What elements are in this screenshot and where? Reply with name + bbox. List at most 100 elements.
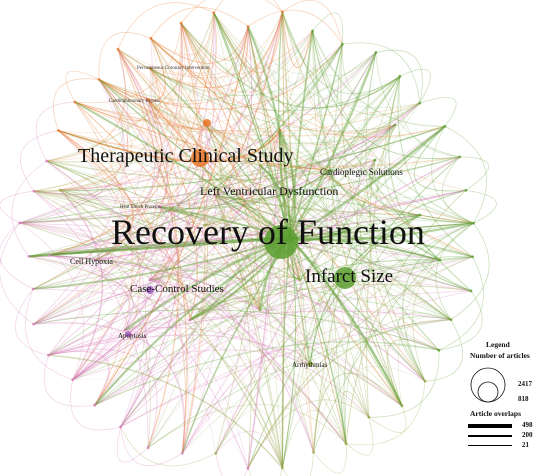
network-edge: [19, 222, 192, 321]
label-infarct-size: Infarct Size: [305, 266, 394, 287]
network-edge: [59, 189, 103, 381]
network-edge: [94, 44, 343, 261]
network-edge: [58, 130, 191, 321]
network-edge: [59, 52, 377, 191]
network-edge: [35, 101, 75, 162]
network-node: [418, 213, 422, 217]
network-node: [278, 128, 282, 132]
network-edge: [279, 129, 452, 320]
network-edge: [28, 255, 283, 469]
network-edge: [94, 11, 283, 406]
network-edge: [149, 11, 283, 281]
network-edge: [149, 222, 474, 281]
network-edge: [214, 194, 301, 281]
network-edge: [33, 194, 216, 325]
network-edge: [247, 239, 276, 469]
network-edge: [74, 101, 420, 133]
network-edge: [289, 52, 377, 239]
network-edge: [19, 222, 403, 407]
network-node: [45, 159, 49, 163]
network-edge: [94, 23, 182, 261]
network-edge: [147, 30, 313, 122]
network-edge: [28, 255, 148, 428]
network-edge: [124, 12, 217, 331]
network-edge: [213, 12, 291, 239]
network-edge: [215, 430, 283, 469]
network-edge: [33, 160, 98, 195]
network-edge: [450, 222, 490, 320]
network-edge: [33, 285, 261, 311]
network-edge: [94, 259, 441, 406]
network-edge: [28, 159, 376, 257]
network-edge: [19, 125, 446, 224]
network-edge: [149, 67, 401, 112]
network-edge: [247, 129, 281, 469]
network-edge: [147, 99, 261, 311]
network-edge: [19, 222, 403, 407]
network-edge: [0, 222, 34, 325]
network-edge: [204, 169, 331, 226]
network-edge: [150, 6, 249, 39]
network-node: [367, 415, 371, 419]
network-edge: [124, 322, 369, 418]
network-edge: [94, 366, 370, 418]
network-edge: [33, 164, 261, 198]
network-node: [93, 403, 97, 407]
network-edge: [124, 256, 473, 331]
network-edge: [98, 79, 331, 174]
network-node: [123, 328, 127, 332]
node-apoptosis: [125, 331, 131, 337]
network-edge: [289, 237, 426, 382]
legend-size-small: 818: [518, 395, 529, 403]
network-edge: [49, 254, 261, 311]
network-edge: [444, 125, 487, 224]
network-edge: [279, 124, 396, 146]
network-edge: [282, 11, 347, 444]
network-edge: [149, 279, 315, 453]
network-edge: [311, 30, 445, 127]
network-node: [57, 129, 60, 132]
network-edge: [204, 224, 301, 281]
network-edge: [149, 67, 331, 171]
network-edge: [247, 26, 376, 161]
network-edge: [159, 206, 208, 226]
network-edge: [438, 290, 483, 351]
network-edge: [72, 102, 421, 381]
network-node: [328, 168, 332, 172]
network-edge: [33, 276, 165, 325]
network-edge: [180, 22, 426, 382]
network-edge: [159, 164, 261, 208]
network-edge: [59, 79, 133, 191]
network-edge: [19, 30, 313, 224]
network-edge: [159, 102, 421, 208]
network-node: [214, 451, 218, 455]
network-edge: [33, 11, 283, 192]
label-heat-shock-proteins: Heat Shock Proteins: [120, 205, 161, 210]
network-edge: [48, 307, 261, 356]
network-node: [393, 123, 397, 127]
network-edge: [282, 11, 452, 320]
network-edge: [247, 467, 283, 476]
network-edge: [402, 222, 474, 382]
network-edge: [149, 121, 212, 281]
network-node: [18, 221, 22, 225]
network-edge: [74, 76, 401, 132]
network-edge: [98, 79, 198, 321]
network-edge: [94, 43, 343, 261]
network-edge: [124, 194, 217, 331]
network-edge: [375, 52, 460, 158]
network-edge: [344, 316, 451, 444]
network-edge: [388, 76, 441, 261]
network-node: [458, 155, 462, 159]
network-node: [71, 378, 75, 382]
network-edge: [279, 129, 370, 418]
network-edge: [365, 52, 426, 382]
network-edge: [368, 350, 440, 418]
network-edge: [94, 49, 156, 261]
network-edge: [215, 214, 421, 454]
network-edge: [150, 26, 249, 64]
network-edge: [48, 310, 451, 356]
network-edge: [369, 159, 421, 216]
network-edge: [375, 49, 423, 104]
